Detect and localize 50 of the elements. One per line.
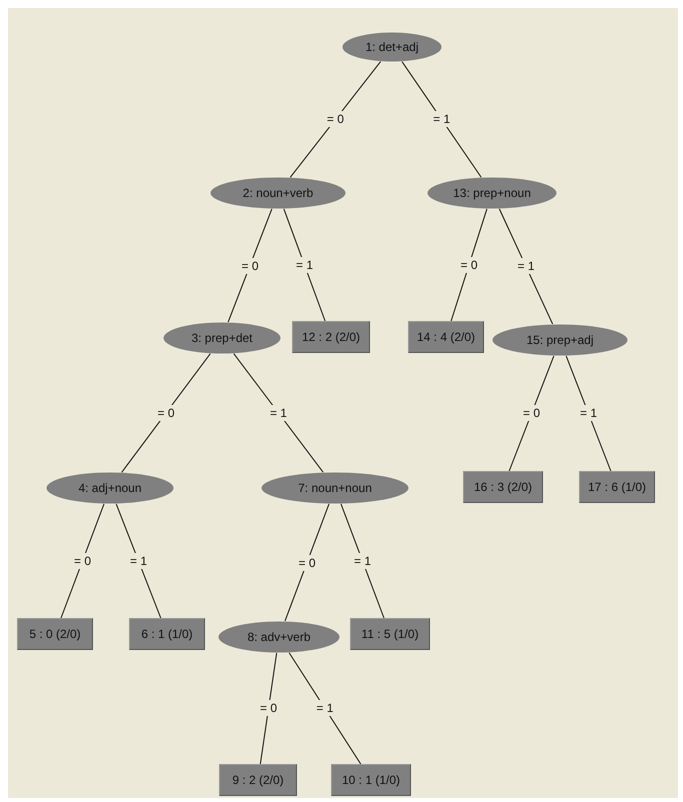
tree-branch	[402, 61, 482, 178]
node-label: 13: prep+noun	[453, 186, 531, 200]
leaf-node	[331, 764, 411, 796]
tree-branch	[121, 353, 211, 473]
leaf-node	[408, 321, 484, 353]
tree-branch	[508, 355, 554, 472]
decision-node	[342, 32, 442, 62]
node-label: 2: noun+verb	[242, 186, 314, 200]
tree-branch	[260, 652, 278, 764]
node-label: 7: noun+noun	[298, 481, 372, 495]
decision-node	[218, 621, 340, 653]
leaf-node	[17, 618, 93, 650]
leaf-node	[219, 764, 297, 796]
decision-node	[427, 177, 557, 209]
leaf-node	[463, 471, 543, 503]
tree-branch	[340, 503, 384, 618]
node-label: 4: adj+noun	[78, 481, 142, 495]
node-label: 17 : 6 (1/0)	[588, 480, 646, 494]
node-label: 15: prep+adj	[526, 333, 594, 347]
node-label: 16 : 3 (2/0)	[474, 480, 532, 494]
leaf-node	[350, 618, 430, 650]
tree-branch	[290, 61, 382, 178]
node-label: 8: adv+verb	[247, 630, 311, 644]
decision-node	[46, 472, 174, 504]
node-label: 11 : 5 (1/0)	[361, 627, 419, 641]
tree-branch	[566, 355, 612, 472]
node-label: 12 : 2 (2/0)	[302, 330, 360, 344]
decision-node	[210, 177, 346, 209]
node-label: 1: det+adj	[365, 40, 419, 54]
decision-node	[261, 472, 409, 504]
tree-branch	[228, 208, 272, 323]
tree-branch	[288, 652, 362, 764]
tree-branch	[498, 208, 554, 325]
node-label: 3: prep+det	[191, 331, 253, 345]
tree-branch	[233, 353, 324, 473]
decision-node	[163, 322, 281, 354]
node-label: 5 : 0 (2/0)	[29, 627, 81, 641]
leaf-node	[129, 618, 205, 650]
leaf-node	[579, 471, 655, 503]
tree-branch	[283, 208, 326, 322]
leaf-node	[292, 321, 370, 353]
tree-branch	[450, 208, 488, 322]
decision-node	[492, 324, 628, 356]
tree-branch	[116, 503, 162, 618]
tree-branch	[284, 503, 330, 622]
node-label: 14 : 4 (2/0)	[416, 330, 476, 344]
node-label: 10 : 1 (1/0)	[342, 773, 400, 787]
tree-branch	[60, 503, 104, 618]
node-label: 6 : 1 (1/0)	[141, 627, 193, 641]
node-label: 9 : 2 (2/0)	[232, 773, 284, 787]
